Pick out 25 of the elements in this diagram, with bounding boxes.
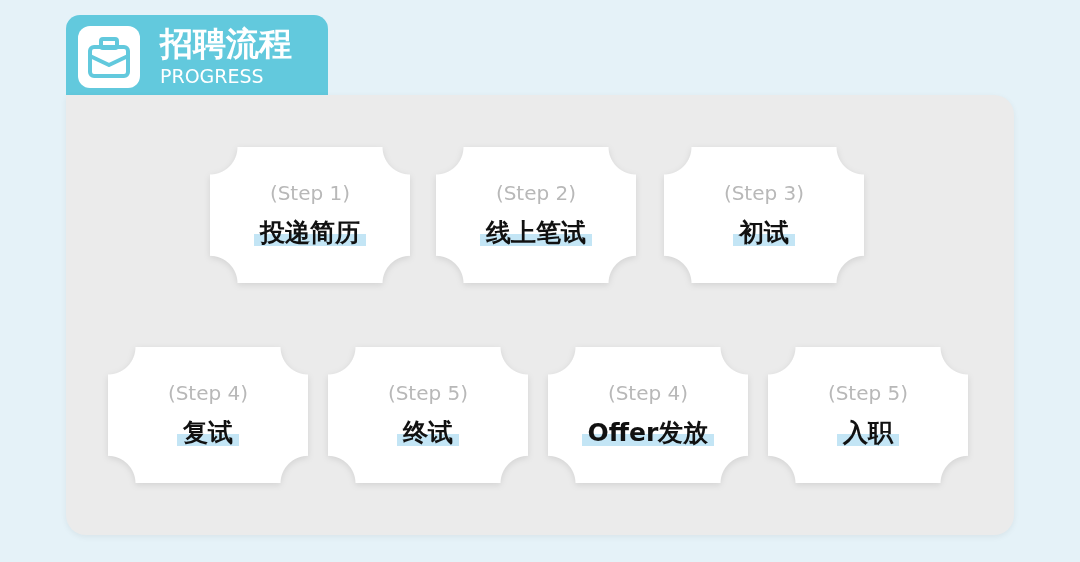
ticket-card [548,347,748,483]
ticket-card [108,347,308,483]
ticket-card [664,147,864,283]
ticket-card [210,147,410,283]
content-panel [66,95,1014,535]
ticket-card [768,347,968,483]
step-number: (Step 5) [827,381,909,405]
step-number: (Step 4) [607,381,689,405]
ticket-card [436,147,636,283]
subtitle-text: PROGRESS [160,65,264,87]
ticket-card [328,347,528,483]
step-title: 终试 [397,418,459,448]
step-title: Offer发放 [581,418,715,448]
step-title: 入职 [837,418,899,448]
step-title: 投递简历 [254,218,366,248]
step-number: (Step 5) [387,381,469,405]
step-number: (Step 2) [495,181,577,205]
step-number: (Step 4) [167,381,249,405]
step-title: 线上笔试 [480,218,592,248]
step-title: 复试 [177,418,239,448]
heading-text: 招聘流程 [160,25,292,63]
title-tab [66,15,328,96]
step-number: (Step 1) [269,181,351,205]
step-number: (Step 3) [723,181,805,205]
step-title: 初试 [733,218,795,248]
